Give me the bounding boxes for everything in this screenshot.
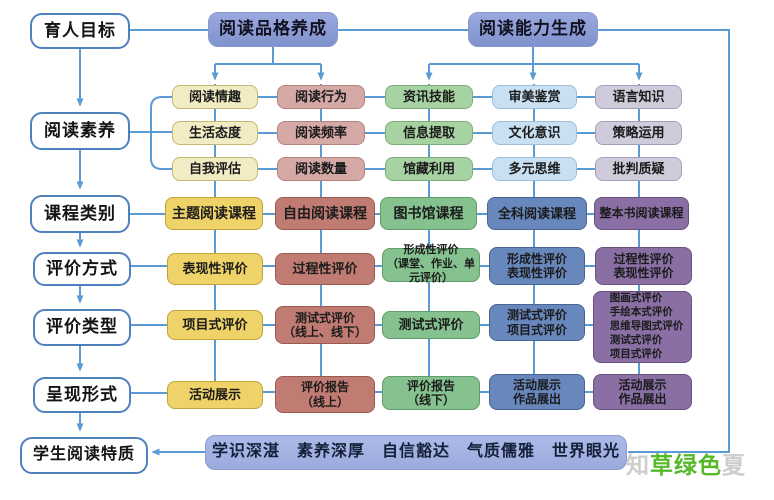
node-multi-format-evaluation-list: 图画式评价 手绘本式评价 思维导图式评价 测试式评价 项目式评价 [593, 291, 692, 363]
node-life-attitude: 生活态度 [172, 121, 258, 145]
node-student-reading-traits: 学生阅读特质 [20, 437, 148, 474]
node-formative-evaluation: 形成性评价 （课堂、作业、单元评价） [382, 244, 480, 284]
node-critical-questioning: 批判质疑 [595, 157, 682, 181]
node-information-skills: 资讯技能 [385, 85, 473, 109]
watermark: 知草绿色夏 [626, 446, 746, 480]
node-theme-reading-course: 主题阅读课程 [165, 197, 263, 230]
node-evaluation-report-online: 评价报告 （线上） [275, 376, 375, 413]
node-test-evaluation: 测试式评价 [382, 311, 480, 339]
node-library-course: 图书馆课程 [380, 197, 477, 230]
node-reading-ability-generation: 阅读能力生成 [468, 12, 598, 47]
node-activity-works-exhibit-1: 活动展示 作品展出 [489, 374, 585, 410]
node-language-knowledge: 语言知识 [595, 85, 682, 109]
node-strategy-use: 策略运用 [595, 121, 682, 145]
student-traits-banner: 学识深湛 素养深厚 自信豁达 气质儒雅 世界眼光 [205, 435, 627, 470]
node-performance-evaluation: 表现性评价 [167, 253, 263, 285]
node-evaluation-method: 评价方式 [33, 252, 131, 286]
node-course-category: 课程类别 [30, 195, 130, 233]
node-formative-performance-evaluation: 形成性评价 表现性评价 [489, 247, 585, 285]
node-test-evaluation-online-offline: 测试式评价 （线上、线下） [275, 306, 375, 344]
node-reading-interest: 阅读情趣 [172, 85, 258, 109]
node-all-subject-reading-course: 全科阅读课程 [487, 197, 587, 230]
node-reading-behavior: 阅读行为 [277, 85, 365, 109]
node-whole-book-reading-course: 整本书阅读课程 [594, 197, 689, 230]
watermark-right: 夏 [722, 452, 746, 478]
node-reading-frequency: 阅读频率 [277, 121, 365, 145]
node-activity-show: 活动展示 [167, 381, 263, 409]
node-information-extraction: 信息提取 [385, 121, 473, 145]
node-divergent-thinking: 多元思维 [492, 157, 577, 181]
node-reading-character-formation: 阅读品格养成 [208, 12, 338, 47]
node-self-assessment: 自我评估 [172, 157, 258, 181]
node-reading-quantity: 阅读数量 [277, 157, 365, 181]
node-aesthetic-appreciation: 审美鉴赏 [492, 85, 577, 109]
watermark-green: 草绿色 [650, 452, 722, 478]
node-free-reading-course: 自由阅读课程 [275, 197, 375, 230]
node-evaluation-type: 评价类型 [33, 309, 131, 346]
node-education-goal: 育人目标 [30, 13, 130, 49]
node-activity-works-exhibit-2: 活动展示 作品展出 [593, 374, 692, 410]
node-cultural-awareness: 文化意识 [492, 121, 577, 145]
node-evaluation-report-offline: 评价报告 （线下） [382, 376, 480, 410]
watermark-left: 知 [626, 452, 650, 478]
node-presentation-form: 呈现形式 [33, 377, 131, 413]
node-reading-literacy: 阅读素养 [30, 112, 130, 150]
node-process-evaluation: 过程性评价 [275, 253, 375, 285]
node-test-project-evaluation: 测试式评价 项目式评价 [489, 304, 585, 341]
node-process-performance-evaluation: 过程性评价 表现性评价 [595, 247, 692, 285]
node-project-evaluation: 项目式评价 [167, 310, 263, 340]
node-collection-utilization: 馆藏利用 [385, 157, 473, 181]
